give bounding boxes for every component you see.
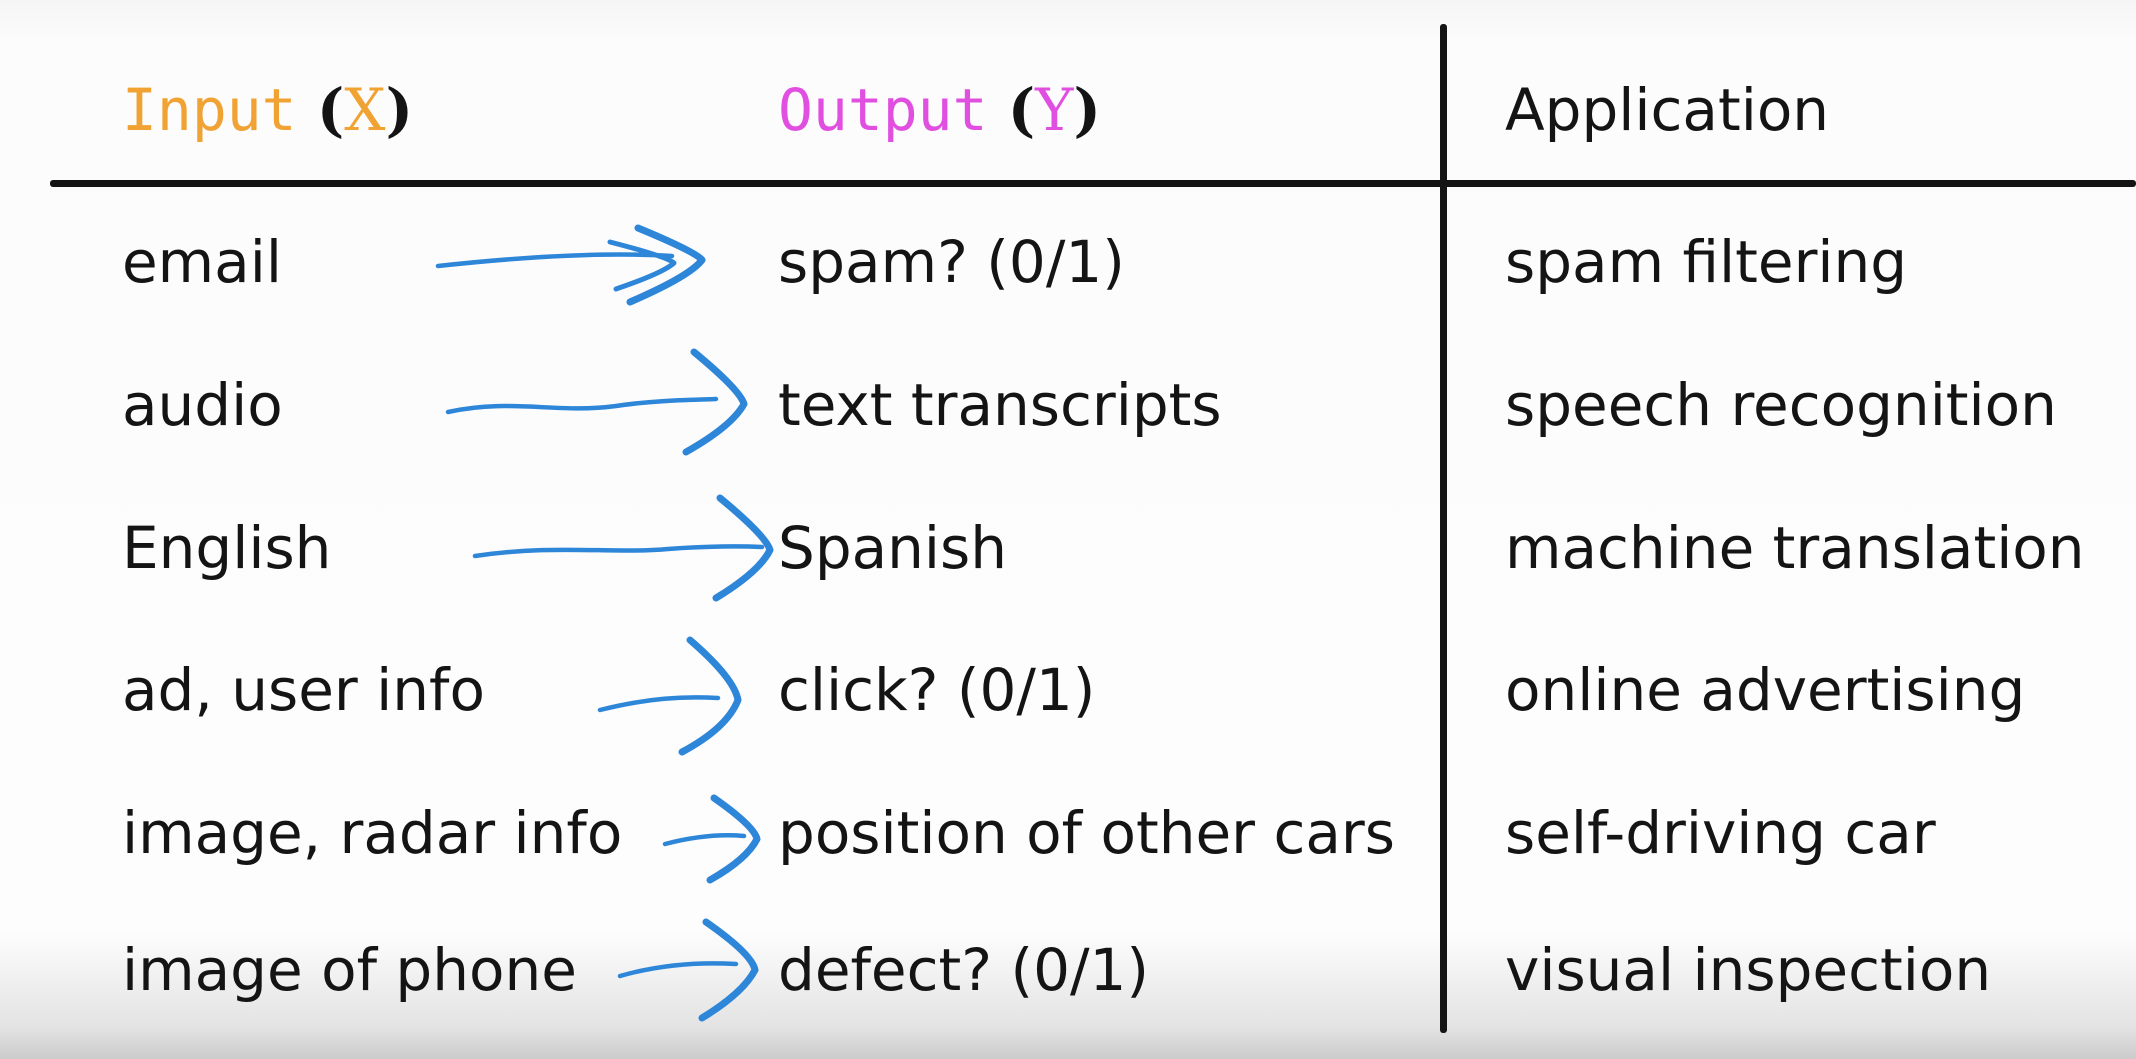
column-header-output: Output (Y)	[778, 78, 1101, 142]
table-row: image, radar info position of other cars…	[0, 797, 2136, 869]
column-divider-line	[1440, 24, 1447, 1033]
output-cell: position of other cars	[778, 799, 1395, 867]
output-cell: spam? (0/1)	[778, 228, 1125, 296]
output-header-word: Output	[778, 76, 988, 144]
application-cell: visual inspection	[1505, 936, 1992, 1004]
output-header-lparen: (	[1007, 76, 1036, 144]
table-row: email spam? (0/1) spam filtering	[0, 226, 2136, 298]
input-cell: English	[122, 514, 332, 582]
input-cell: image of phone	[122, 936, 577, 1004]
application-cell: self-driving car	[1505, 799, 1936, 867]
output-cell: defect? (0/1)	[778, 936, 1150, 1004]
table-row: audio text transcripts speech recognitio…	[0, 369, 2136, 441]
input-cell: audio	[122, 371, 283, 439]
column-header-application: Application	[1505, 76, 1830, 144]
input-cell: email	[122, 228, 282, 296]
input-header-rparen: )	[385, 76, 414, 144]
output-cell: Spanish	[778, 514, 1008, 582]
table-row: ad, user info click? (0/1) online advert…	[0, 654, 2136, 726]
input-header-word: Input	[122, 76, 297, 144]
input-cell: image, radar info	[122, 799, 623, 867]
column-header-input: Input (X)	[122, 78, 413, 142]
input-header-symbol-x: X	[344, 76, 386, 144]
header-divider-line	[50, 180, 2136, 187]
table-row: image of phone defect? (0/1) visual insp…	[0, 934, 2136, 1006]
application-cell: spam filtering	[1505, 228, 1908, 296]
application-cell: speech recognition	[1505, 371, 2057, 439]
output-cell: text transcripts	[778, 371, 1222, 439]
output-header-rparen: )	[1073, 76, 1101, 144]
output-header-symbol-y: Y	[1035, 76, 1074, 144]
input-header-lparen: (	[316, 76, 345, 144]
application-cell: machine translation	[1505, 514, 2085, 582]
application-cell: online advertising	[1505, 656, 2026, 724]
input-cell: ad, user info	[122, 656, 485, 724]
table-row: English Spanish machine translation	[0, 512, 2136, 584]
output-cell: click? (0/1)	[778, 656, 1096, 724]
